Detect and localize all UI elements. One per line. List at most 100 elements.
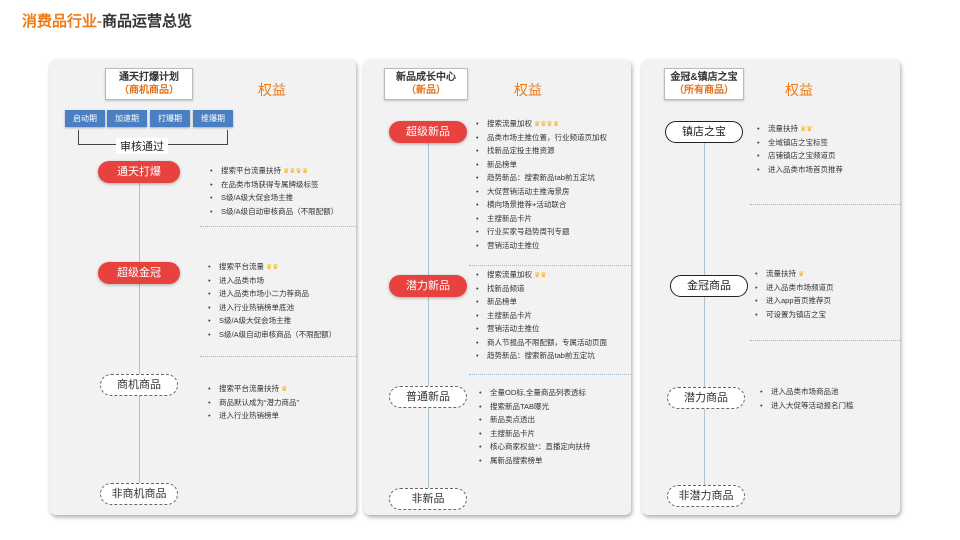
title-main: 商品运营总览 <box>102 13 193 30</box>
benefit-list-potential-new: 搜索流量加权♛♛ 找新品频道 新品榜单 主搜新品卡片 营销活动主推位 商人节报品… <box>476 268 607 363</box>
crown-icon: ♛♛ <box>800 126 813 133</box>
tier-node-super-new: 超级新品 <box>389 121 467 143</box>
list-item: S级/A级大促会场主推 <box>208 314 336 328</box>
list-item: 搜索平台流量♛♛ <box>208 260 336 274</box>
list-item: 商品默认成为“潜力商品” <box>208 396 299 410</box>
list-item: 可设置为镇店之宝 <box>755 308 834 322</box>
tier-node-tongtian: 通天打爆 <box>98 161 180 183</box>
list-item: 横向场景推荐+活动联合 <box>476 198 607 212</box>
tier-node-potential: 潜力商品 <box>667 387 745 409</box>
divider <box>469 265 631 266</box>
list-item: 进入行业热销榜单底池 <box>208 301 336 315</box>
panel-header-title: 金冠&镇店之宝 <box>670 72 738 83</box>
list-item: 营销活动主推位 <box>476 322 607 336</box>
list-item: 品类市场主推位置，行业频道页加权 <box>476 131 607 145</box>
list-item: 主搜新品卡片 <box>476 309 607 323</box>
list-item: 趋势新品：搜索新品tab前五定坑 <box>476 349 607 363</box>
list-item: 搜索流量加权♛♛♛♛ <box>476 117 607 131</box>
tier-connector-line <box>428 130 429 500</box>
benefit-list-super-gold: 搜索平台流量♛♛ 进入品类市场 进入品类市场小二力荐商品 进入行业热销榜单底池 … <box>208 260 336 341</box>
panel-header-sub: （所有商品） <box>674 85 734 96</box>
tier-node-super-gold: 超级金冠 <box>98 262 180 284</box>
benefit-list-treasure: 流量扶持♛♛ 全域镇店之宝标签 店铺镇店之宝频道页 进入品类市场首页推荐 <box>757 122 843 176</box>
tier-node-non-opportunity: 非商机商品 <box>100 483 178 505</box>
list-item: 进入app首页推荐页 <box>755 294 834 308</box>
list-item: 进入行业热销榜单 <box>208 409 299 423</box>
crown-icon: ♛♛♛♛ <box>283 168 309 175</box>
panel-header: 新品成长中心 （新品） <box>384 68 468 100</box>
benefit-list-normal-new: 全量OD标,全量商品列表透标 搜索新品TAB曝光 新品卖点透出 主搜新品卡片 核… <box>479 386 590 467</box>
list-item: S级/A级大促会场主推 <box>210 191 338 205</box>
tier-connector-line <box>139 160 140 500</box>
list-item: 主搜新品卡片 <box>479 427 590 441</box>
list-item: 进入品类市场小二力荐商品 <box>208 287 336 301</box>
divider <box>469 374 631 375</box>
divider <box>200 356 356 357</box>
crown-icon: ♛ <box>281 386 288 393</box>
list-item: S级/A级自动审核商品（不限配额） <box>210 205 338 219</box>
benefit-list-opportunity: 搜索平台流量扶持♛ 商品默认成为“潜力商品” 进入行业热销榜单 <box>208 382 299 423</box>
list-item: 属新品搜索榜单 <box>479 454 590 468</box>
rights-label: 权益 <box>785 82 813 98</box>
list-item: 进入品类市场 <box>208 274 336 288</box>
tier-node-opportunity: 商机商品 <box>100 374 178 396</box>
tier-connector-line <box>704 130 705 500</box>
list-item: S级/A级自动审核商品（不限配额） <box>208 328 336 342</box>
panel-header-title: 新品成长中心 <box>396 72 456 83</box>
tier-node-non-new: 非新品 <box>389 488 467 510</box>
tier-node-treasure: 镇店之宝 <box>665 121 743 143</box>
rights-label: 权益 <box>258 82 286 98</box>
list-item: 全域镇店之宝标签 <box>757 136 843 150</box>
panel-header-sub: （商机商品） <box>119 85 179 96</box>
panel-header-sub: （新品） <box>406 85 446 96</box>
tier-node-non-potential: 非潜力商品 <box>667 485 745 507</box>
panel-header-title: 通天打爆计划 <box>119 72 179 83</box>
benefit-list-tongtian: 搜索平台流量扶持♛♛♛♛ 在品类市场获得专属牌级标签 S级/A级大促会场主推 S… <box>210 164 338 218</box>
crown-icon: ♛♛♛♛ <box>534 121 560 128</box>
crown-icon: ♛♛ <box>266 264 279 271</box>
list-item: 趋势新品：搜索新品tab前五定坑 <box>476 171 607 185</box>
rights-label: 权益 <box>514 82 542 98</box>
list-item: 营销活动主推位 <box>476 239 607 253</box>
list-item: 新品卖点透出 <box>479 413 590 427</box>
list-item: 新品榜单 <box>476 158 607 172</box>
crown-icon: ♛ <box>798 271 805 278</box>
benefit-list-gold-crown: 流量扶持♛ 进入品类市场频道页 进入app首页推荐页 可设置为镇店之宝 <box>755 267 834 321</box>
list-item: 流量扶持♛ <box>755 267 834 281</box>
phase-maintain: 维爆期 <box>193 110 233 127</box>
list-item: 进入品类市场首页推荐 <box>757 163 843 177</box>
tier-node-normal-new: 普通新品 <box>389 386 467 408</box>
list-item: 店铺镇店之宝频道页 <box>757 149 843 163</box>
list-item: 找新品频道 <box>476 282 607 296</box>
list-item: 在品类市场获得专属牌级标签 <box>210 178 338 192</box>
divider <box>200 226 356 227</box>
panel-new-product: 新品成长中心 （新品） 权益 超级新品 搜索流量加权♛♛♛♛ 品类市场主推位置，… <box>364 60 631 515</box>
divider <box>750 340 900 341</box>
crown-icon: ♛♛ <box>534 272 547 279</box>
audit-passed-label: 审核通过 <box>116 138 168 154</box>
list-item: 搜索新品TAB曝光 <box>479 400 590 414</box>
list-item: 行业买家号趋势周刊专题 <box>476 225 607 239</box>
list-item: 流量扶持♛♛ <box>757 122 843 136</box>
phase-startup: 启动期 <box>65 110 105 127</box>
list-item: 进入大促等活动报名门槛 <box>760 399 854 413</box>
list-item: 核心商家权益*：直播定向扶持 <box>479 440 590 454</box>
list-item: 进入品类市场商品池 <box>760 385 854 399</box>
panel-tongtian: 通天打爆计划 （商机商品） 权益 启动期 加速期 打爆期 维爆期 审核通过 通天… <box>50 60 356 515</box>
list-item: 搜索平台流量扶持♛♛♛♛ <box>210 164 338 178</box>
phase-accelerate: 加速期 <box>107 110 147 127</box>
phase-explode: 打爆期 <box>150 110 190 127</box>
title-prefix: 消费品行业- <box>22 13 102 30</box>
panel-header: 金冠&镇店之宝 （所有商品） <box>664 68 744 100</box>
page-title: 消费品行业-商品运营总览 <box>22 10 192 31</box>
benefit-list-super-new: 搜索流量加权♛♛♛♛ 品类市场主推位置，行业频道页加权 找新品定投主推资源 新品… <box>476 117 607 252</box>
list-item: 商人节报品不限配额，专属活动页面 <box>476 336 607 350</box>
tier-node-gold-crown: 金冠商品 <box>670 275 748 297</box>
tier-node-potential-new: 潜力新品 <box>389 275 467 297</box>
list-item: 大促营销活动主推海景房 <box>476 185 607 199</box>
list-item: 主搜新品卡片 <box>476 212 607 226</box>
benefit-list-potential: 进入品类市场商品池 进入大促等活动报名门槛 <box>760 385 854 412</box>
list-item: 搜索流量加权♛♛ <box>476 268 607 282</box>
list-item: 全量OD标,全量商品列表透标 <box>479 386 590 400</box>
list-item: 新品榜单 <box>476 295 607 309</box>
